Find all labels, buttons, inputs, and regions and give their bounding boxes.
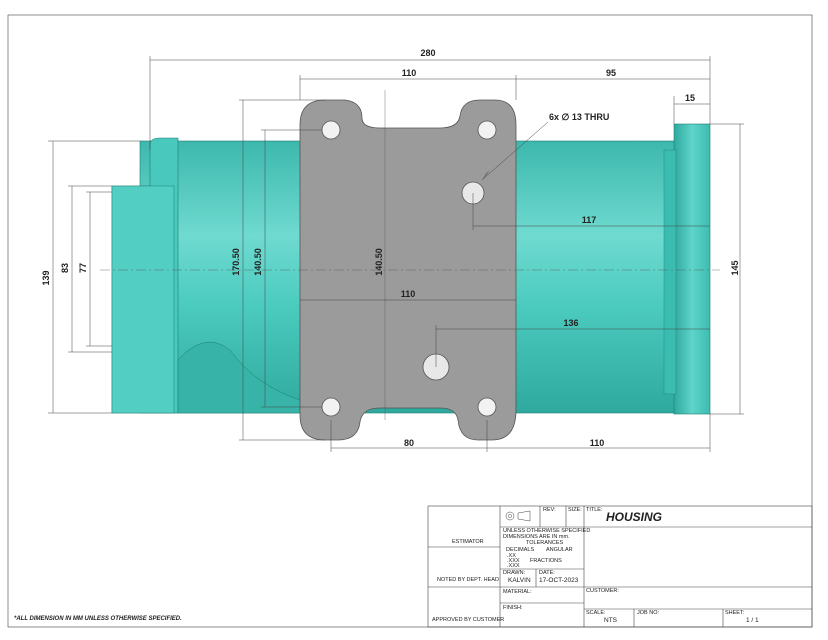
dimension-lines <box>48 56 744 452</box>
approved-by-label: APPROVED BY CUSTOMER <box>432 617 505 623</box>
drawn-label: DRAWN: <box>503 570 526 576</box>
finish-label: FINISH: <box>503 605 523 611</box>
flange-hole-bl <box>321 397 341 417</box>
angular-label: ANGULAR <box>546 547 573 553</box>
tolerance-line-1: UNLESS OTHERWISE SPECIFIED <box>503 528 591 534</box>
sheet-value: 1 / 1 <box>746 617 759 624</box>
dim-77: 77 <box>78 263 88 273</box>
dim-170-50: 170.50 <box>231 248 241 276</box>
dim-110-center: 110 <box>401 289 416 299</box>
material-label: MATERIAL: <box>503 589 532 595</box>
decimal-xx: .XX <box>507 553 516 559</box>
dim-139: 139 <box>41 270 51 285</box>
dim-110-top: 110 <box>402 68 417 78</box>
dim-140-50-center: 140.50 <box>374 248 384 276</box>
left-port-face <box>111 185 175 414</box>
rev-label: REV: <box>543 507 556 513</box>
job-no-label: JOB NO: <box>637 610 660 616</box>
drawn-value: KALVIN <box>508 577 531 584</box>
decimals-label: DECIMALS <box>506 547 535 553</box>
projection-symbol-icon <box>505 510 531 522</box>
fractions-label: FRACTIONS <box>530 558 562 564</box>
tolerance-line-2: DIMENSIONS ARE IN mm. <box>503 534 570 540</box>
dim-280: 280 <box>420 48 435 58</box>
hole-leader-arrow <box>482 170 490 180</box>
sheet-border <box>7 14 813 628</box>
tolerance-line-3: TOLERANCES <box>526 540 564 546</box>
estimator-label: ESTIMATOR <box>452 539 484 545</box>
scale-label: SCALE: <box>586 610 606 616</box>
scale-value: NTS <box>604 617 617 624</box>
dim-110-bottom: 110 <box>590 438 605 448</box>
date-value: 17-OCT-2023 <box>539 577 579 584</box>
dim-140-50-left: 140.50 <box>253 248 263 276</box>
dim-145: 145 <box>730 260 740 275</box>
title-block-grid <box>427 505 813 628</box>
dim-95: 95 <box>606 68 616 78</box>
right-flange-edge <box>663 149 677 395</box>
size-label: SIZE: <box>568 507 582 513</box>
sheet-label: SHEET: <box>725 610 745 616</box>
flange-hole-tl <box>321 120 341 140</box>
right-flange <box>673 123 711 415</box>
noted-by-label: NOTED BY DEPT. HEAD <box>437 577 499 583</box>
dim-136: 136 <box>563 318 578 328</box>
dim-15: 15 <box>685 93 695 103</box>
dim-80: 80 <box>404 438 414 448</box>
dim-hole-callout: 6x ∅ 13 THRU <box>549 112 609 122</box>
customer-label: CUSTOMER: <box>586 588 619 594</box>
title-label: TITLE: <box>586 507 603 513</box>
date-label: DATE: <box>539 570 555 576</box>
footnote: *ALL DIMENSION IN MM UNLESS OTHERWISE SP… <box>14 616 182 622</box>
decimal-xxxx: .XXX <box>507 563 520 569</box>
lower-casting-curve <box>177 341 301 414</box>
dim-117: 117 <box>582 215 597 225</box>
flange-hole-br <box>477 397 497 417</box>
drawing-title: HOUSING <box>606 510 663 524</box>
decimal-xxx: .XXX <box>507 558 520 564</box>
flange-hole-tr <box>477 120 497 140</box>
dim-83: 83 <box>60 263 70 273</box>
